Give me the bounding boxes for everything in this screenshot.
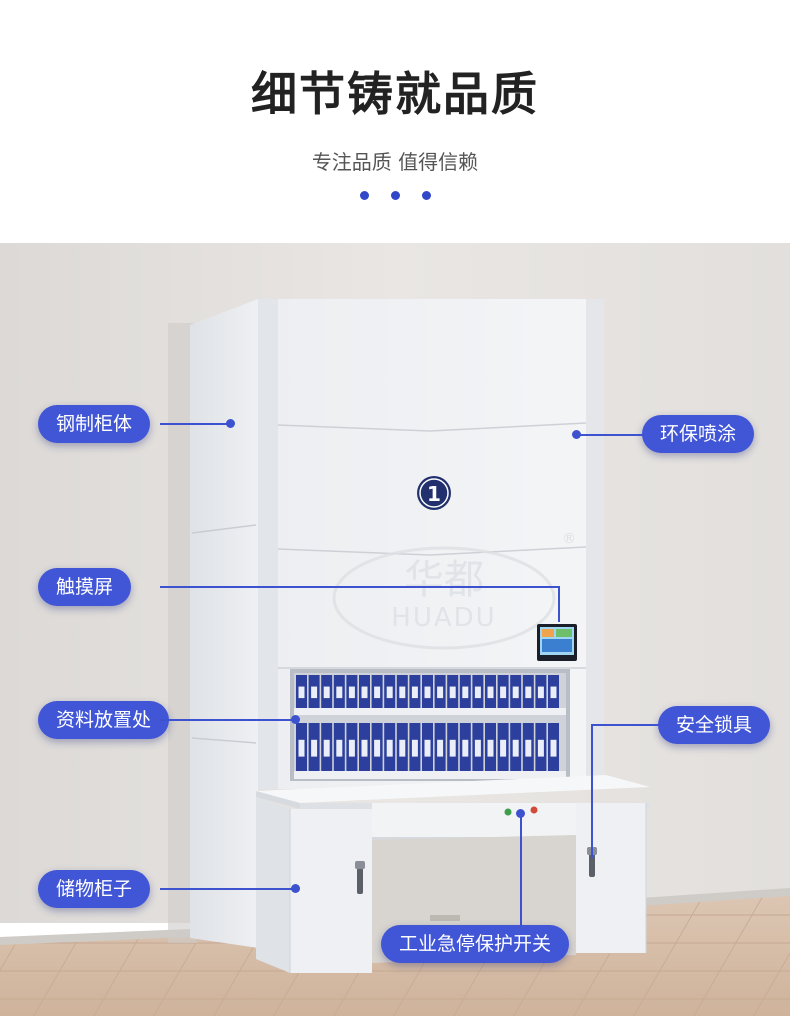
binder-label — [348, 739, 355, 757]
callout-eco-paint: 环保喷涂 — [642, 415, 755, 453]
binder-label — [374, 739, 381, 757]
binder-label — [411, 686, 418, 699]
callout-line — [160, 719, 294, 721]
dot-icon — [390, 191, 400, 200]
binder-label — [500, 739, 507, 757]
watermark-cn: 华都 — [404, 557, 484, 603]
binder-label — [399, 686, 406, 699]
callout-pin — [291, 884, 300, 893]
binder-label — [487, 739, 494, 757]
binder-label — [525, 686, 532, 699]
binder-label — [437, 686, 444, 699]
page-title: 细节铸就品质 — [251, 67, 539, 121]
dot-icon — [421, 191, 431, 200]
binder-label — [361, 686, 368, 699]
dot-icon — [359, 191, 369, 200]
callout-emergency-stop: 工业急停保护开关 — [381, 925, 570, 963]
binder-label — [462, 739, 469, 757]
callout-pin — [516, 809, 525, 818]
binder-label — [487, 686, 494, 699]
page-subtitle: 专注品质 值得信赖 — [311, 150, 479, 174]
binder-label — [462, 686, 469, 699]
callout-document-storage: 资料放置处 — [38, 701, 170, 739]
callout-pin — [291, 715, 300, 724]
binder-label — [386, 739, 393, 757]
callout-line — [160, 423, 230, 425]
binder-label — [424, 686, 431, 699]
callout-steel-body: 钢制柜体 — [38, 405, 151, 443]
binder-label — [512, 739, 519, 757]
binder-label — [298, 686, 305, 699]
binder-label — [311, 686, 318, 699]
callout-line — [160, 586, 560, 588]
binder-label — [374, 686, 381, 699]
binder-label — [474, 739, 481, 757]
callout-line — [558, 586, 560, 622]
binder-label — [399, 739, 406, 757]
binder-label — [361, 739, 368, 757]
binder-label — [449, 739, 456, 757]
binder-label — [500, 686, 507, 699]
binder-label — [323, 739, 330, 757]
callout-pin — [572, 430, 581, 439]
product-scene: 1 华都 HUADU ® — [0, 243, 790, 1016]
binder-label — [348, 686, 355, 699]
callout-safety-lock: 安全锁具 — [658, 706, 771, 744]
binder-label — [424, 739, 431, 757]
binder-label — [298, 739, 305, 757]
callout-touch-screen: 触摸屏 — [38, 568, 132, 606]
binder-label — [437, 739, 444, 757]
binder-label — [550, 739, 557, 757]
callout-line — [520, 815, 522, 927]
callout-line — [591, 724, 593, 858]
binder-label — [311, 739, 318, 757]
callout-pin — [226, 419, 235, 428]
callout-line — [592, 724, 660, 726]
callout-storage-cabinet: 储物柜子 — [38, 870, 151, 908]
registered-mark: ® — [562, 531, 576, 547]
binder-label — [386, 686, 393, 699]
watermark-brand: HUADU — [391, 603, 496, 633]
binder-label — [537, 739, 544, 757]
binder-label — [537, 686, 544, 699]
binder-label — [449, 686, 456, 699]
binder-label — [336, 686, 343, 699]
binder-label — [525, 739, 532, 757]
binder-label — [474, 686, 481, 699]
decorative-dots — [0, 185, 790, 204]
binder-label — [550, 686, 557, 699]
binder-label — [336, 739, 343, 757]
callout-line — [160, 888, 294, 890]
header-section: 细节铸就品质 专注品质 值得信赖 — [0, 0, 790, 243]
callout-line — [578, 434, 644, 436]
binder-label — [411, 739, 418, 757]
binder-label — [512, 686, 519, 699]
binder-label — [323, 686, 330, 699]
badge-number: 1 — [427, 482, 441, 506]
